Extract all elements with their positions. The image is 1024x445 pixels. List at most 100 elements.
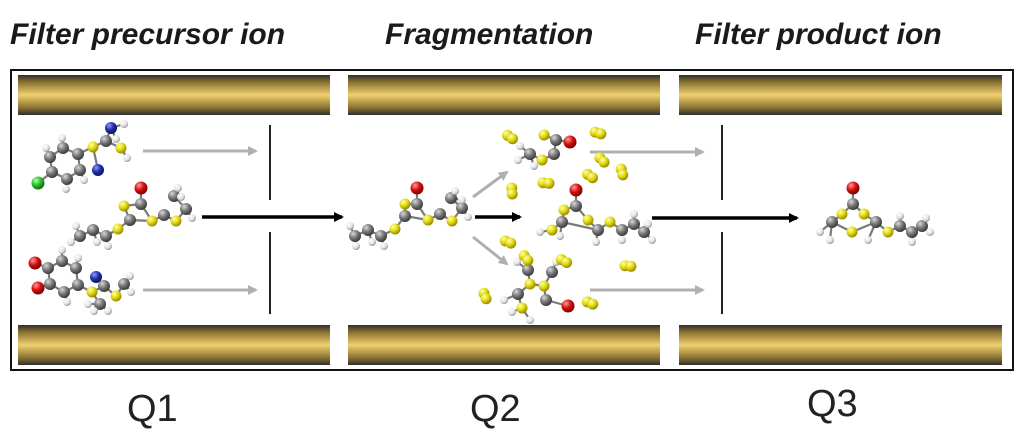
quadrupole-rod-icon bbox=[18, 325, 330, 365]
atom-c bbox=[70, 262, 82, 274]
atom-o bbox=[569, 183, 583, 197]
atom-c bbox=[362, 224, 374, 236]
atom-h bbox=[618, 236, 626, 244]
atom-h bbox=[123, 154, 131, 162]
atom-o bbox=[846, 181, 860, 195]
atom-s bbox=[604, 216, 616, 228]
atom-h bbox=[67, 238, 75, 246]
atom-c bbox=[44, 151, 56, 163]
atom-c bbox=[124, 214, 136, 226]
bond bbox=[561, 220, 599, 232]
atom-s bbox=[586, 172, 598, 184]
atom-s bbox=[422, 214, 434, 226]
atom-h bbox=[174, 184, 182, 192]
atom-n bbox=[92, 164, 104, 176]
atom-n bbox=[90, 271, 102, 283]
atom-h bbox=[530, 162, 538, 170]
atom-s bbox=[446, 215, 458, 227]
stage-title-q2: Fragmentation bbox=[385, 18, 594, 51]
atom-h bbox=[72, 222, 80, 230]
atom-s bbox=[836, 208, 848, 220]
fragment-icon bbox=[502, 129, 518, 145]
fragment-icon bbox=[619, 260, 637, 272]
atom-c bbox=[512, 288, 524, 300]
atom-s bbox=[625, 260, 637, 272]
atom-cl bbox=[31, 176, 45, 190]
atom-s bbox=[546, 224, 558, 236]
atom-s bbox=[170, 215, 182, 227]
arrow-icon bbox=[472, 170, 509, 199]
atom-c bbox=[546, 266, 558, 278]
atom-c bbox=[98, 280, 110, 292]
molecule-icon bbox=[500, 258, 575, 324]
atom-h bbox=[90, 307, 98, 315]
atom-h bbox=[188, 214, 196, 222]
atom-s bbox=[506, 188, 518, 200]
atom-c bbox=[72, 279, 84, 291]
atom-s bbox=[598, 156, 610, 168]
atom-h bbox=[126, 272, 134, 280]
atom-s bbox=[536, 154, 548, 166]
molecules bbox=[28, 120, 934, 324]
atom-c bbox=[870, 216, 882, 228]
atom-h bbox=[922, 214, 930, 222]
atom-s bbox=[587, 298, 599, 310]
atom-s bbox=[543, 177, 555, 189]
atom-s bbox=[480, 293, 492, 305]
atom-c bbox=[42, 262, 54, 274]
atom-s bbox=[112, 223, 124, 235]
atom-c bbox=[118, 278, 130, 290]
atom-h bbox=[368, 238, 376, 246]
atom-h bbox=[62, 185, 70, 193]
atom-h bbox=[104, 242, 112, 250]
atom-c bbox=[74, 164, 86, 176]
atom-s bbox=[115, 142, 127, 154]
atom-c bbox=[168, 190, 180, 202]
atom-s bbox=[617, 169, 629, 181]
atom-h bbox=[630, 210, 638, 218]
atom-s bbox=[582, 214, 594, 226]
atom-c bbox=[57, 142, 69, 154]
atom-h bbox=[816, 228, 824, 236]
atom-h bbox=[120, 120, 128, 128]
fragment-icon bbox=[555, 254, 573, 268]
quadrupole-label-q1: Q1 bbox=[127, 388, 178, 430]
atom-o bbox=[561, 299, 575, 313]
atom-c bbox=[826, 216, 838, 228]
quadrupole-label-q2: Q2 bbox=[470, 388, 521, 430]
quadrupole-rod-icon bbox=[18, 75, 330, 115]
atom-h bbox=[644, 220, 652, 228]
atom-c bbox=[434, 208, 446, 220]
atom-c bbox=[87, 224, 99, 236]
atom-h bbox=[536, 228, 544, 236]
atom-h bbox=[896, 212, 904, 220]
atom-s bbox=[524, 278, 536, 290]
fragment-icon bbox=[518, 250, 534, 266]
atom-c bbox=[638, 226, 650, 238]
atom-c bbox=[94, 298, 106, 310]
atom-c bbox=[592, 224, 604, 236]
atom-s bbox=[882, 226, 894, 238]
atom-h bbox=[74, 254, 82, 262]
atom-s bbox=[846, 226, 858, 238]
atom-o bbox=[410, 181, 424, 195]
molecule-icon bbox=[67, 181, 196, 250]
atom-h bbox=[926, 228, 934, 236]
ion-arrows bbox=[143, 146, 799, 295]
atom-c bbox=[180, 203, 192, 215]
atom-h bbox=[451, 187, 459, 195]
atom-c bbox=[100, 135, 112, 147]
atom-c bbox=[56, 255, 68, 267]
arrow-icon bbox=[472, 235, 509, 266]
fragment-icon bbox=[615, 163, 629, 181]
instrument-frame bbox=[10, 69, 1014, 371]
atom-c bbox=[522, 264, 534, 276]
fragment-icon bbox=[581, 296, 599, 310]
molecule-icon bbox=[346, 181, 472, 250]
atom-s bbox=[86, 286, 98, 298]
molecule-icon bbox=[28, 246, 135, 315]
atom-s bbox=[146, 215, 158, 227]
atom-s bbox=[118, 200, 130, 212]
atom-h bbox=[380, 242, 388, 250]
atom-h bbox=[513, 258, 521, 266]
